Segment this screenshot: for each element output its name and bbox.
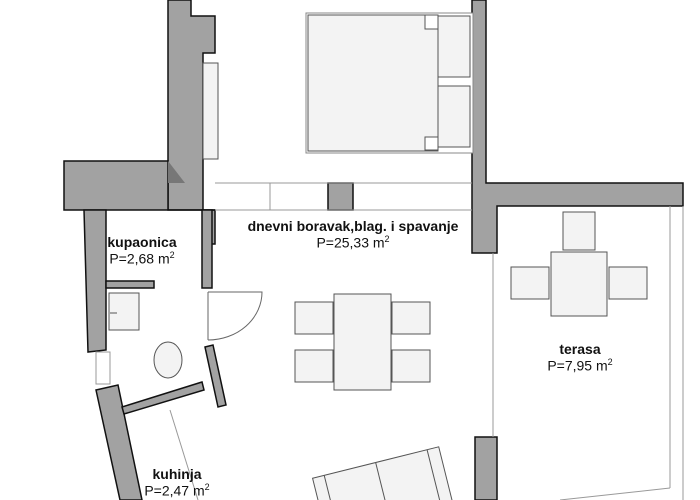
dining-chair	[391, 349, 431, 383]
wall-shade	[168, 161, 185, 183]
room-area: P=25,33 m2	[316, 234, 390, 251]
terrace-chair	[608, 266, 648, 300]
terrace-table	[550, 251, 608, 317]
room-name: terasa	[559, 341, 601, 357]
room-label-terrace: terasa P=7,95 m2	[530, 341, 630, 374]
door[interactable]	[207, 291, 263, 341]
wall-bathroom-left	[83, 209, 107, 353]
room-name: dnevni boravak,blag. i spavanje	[247, 218, 459, 234]
room-name: kuhinja	[152, 466, 202, 482]
room-name: kupaonica	[107, 234, 177, 250]
room-area: P=2,47 m2	[144, 482, 210, 499]
wall-bathroom-partition	[201, 209, 213, 289]
wall-bathroom-stub	[105, 280, 155, 289]
wall-bathroom-kitchen-divider	[121, 381, 205, 415]
wall-terrace-pillar	[474, 436, 498, 500]
sink	[108, 292, 140, 331]
room-label-living: dnevni boravak,blag. i spavanje P=25,33 …	[228, 218, 478, 251]
room-label-kitchen: kuhinja P=2,47 m2	[127, 466, 227, 499]
room-label-bathroom: kupaonica P=2,68 m2	[92, 234, 192, 267]
furniture	[108, 12, 648, 500]
terrace-chair	[510, 266, 550, 300]
dining-table	[333, 293, 392, 391]
bed	[305, 12, 474, 154]
dining-chair	[294, 349, 334, 383]
wardrobe	[202, 62, 219, 160]
room-area: P=2,68 m2	[109, 250, 175, 267]
wall-kitchen-left	[95, 384, 143, 500]
walls	[63, 0, 684, 500]
wall-kitchen-right	[204, 344, 227, 408]
window-lines	[95, 182, 684, 500]
toilet	[153, 341, 183, 379]
dining-chair	[294, 301, 334, 335]
sofa	[311, 446, 454, 500]
wall-upper-left-block	[63, 160, 215, 211]
terrace-chair	[562, 211, 596, 251]
wall-pillar	[327, 182, 354, 211]
dining-chair	[391, 301, 431, 335]
room-area: P=7,95 m2	[547, 357, 613, 374]
